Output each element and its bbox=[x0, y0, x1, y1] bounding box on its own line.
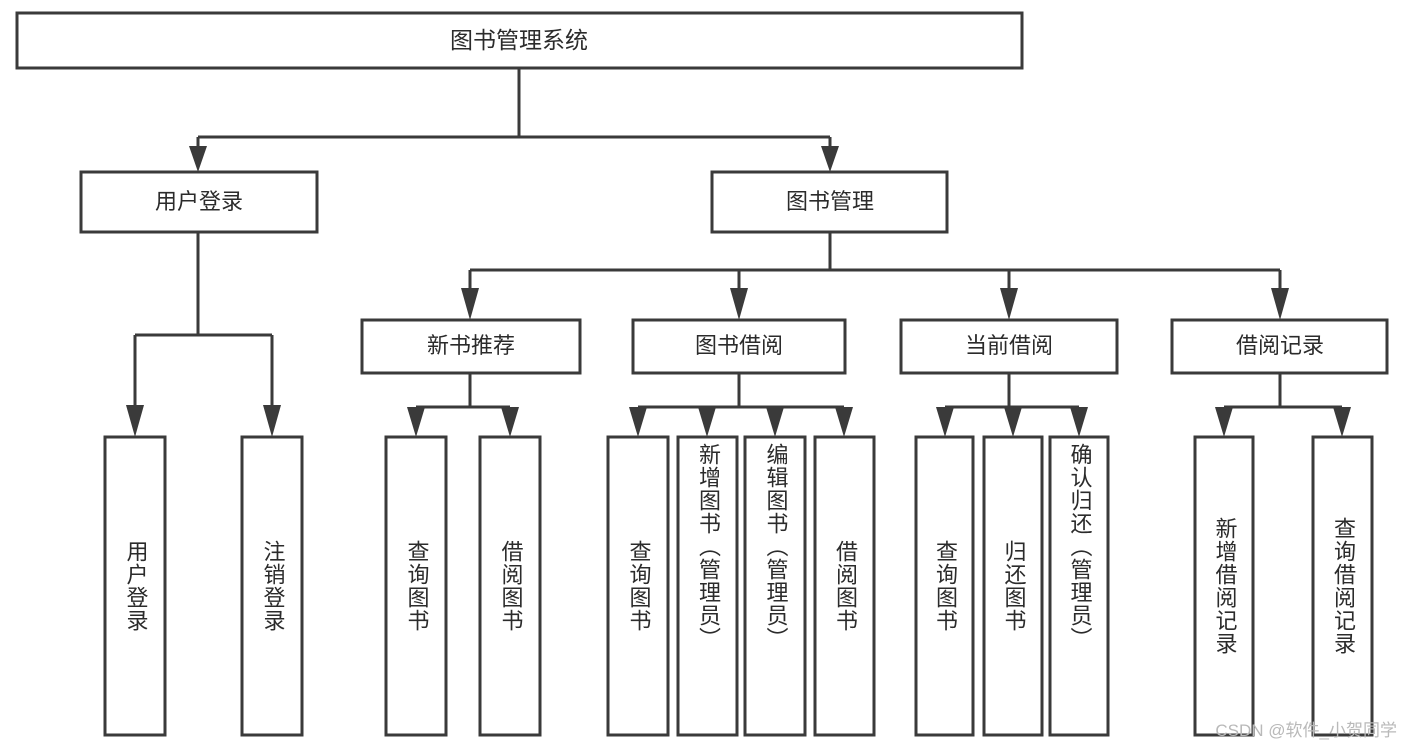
node-user-login[interactable] bbox=[79, 170, 319, 234]
node-borrow-record[interactable] bbox=[1170, 318, 1389, 375]
watermark-text: CSDN @软件_小贺同学 bbox=[1215, 721, 1397, 740]
node-current-borrow[interactable] bbox=[899, 318, 1119, 375]
leaf-box-logout[interactable] bbox=[240, 435, 304, 737]
node-root-book-system[interactable] bbox=[15, 11, 1024, 70]
node-layer: 图书管理系统 用户登录 图书管理 新书推荐 图书借阅 当前借阅 借阅记录 bbox=[15, 11, 1389, 737]
leaf-box-add-book[interactable] bbox=[676, 435, 739, 737]
arrow-head-book-manage bbox=[821, 146, 839, 172]
node-book-management[interactable] bbox=[710, 170, 949, 234]
node-new-book-recommend-label: 新书推荐 bbox=[427, 333, 515, 358]
arrow-head-new-book-rec bbox=[461, 288, 479, 320]
node-user-login-label: 用户登录 bbox=[155, 189, 243, 214]
arrow-head-leaf-add-book bbox=[698, 407, 716, 437]
arrow-head-leaf-query-record bbox=[1333, 407, 1351, 437]
node-borrow-record-label: 借阅记录 bbox=[1236, 333, 1324, 358]
leaf-box-borrow-book-2[interactable] bbox=[813, 435, 876, 737]
arrow-head-leaf-confirm-return bbox=[1070, 407, 1088, 437]
arrow-head-leaf-edit-book bbox=[766, 407, 784, 437]
node-book-management-label: 图书管理 bbox=[786, 189, 874, 214]
arrow-head-user-login bbox=[189, 146, 207, 172]
leaf-box-confirm-return[interactable] bbox=[1048, 435, 1110, 737]
leaf-box-edit-book[interactable] bbox=[743, 435, 807, 737]
leaf-box-return-book[interactable] bbox=[982, 435, 1044, 737]
connector-layer bbox=[126, 68, 1351, 437]
leaf-box-borrow-book-1[interactable] bbox=[478, 435, 542, 737]
node-book-borrow-label: 图书借阅 bbox=[695, 333, 783, 358]
arrow-head-leaf-borrow-book-1 bbox=[501, 407, 519, 437]
leaf-box-query-book-2[interactable] bbox=[606, 435, 670, 737]
arrow-head-leaf-add-record bbox=[1215, 407, 1233, 437]
leaf-box-query-borrow-record[interactable] bbox=[1311, 435, 1374, 737]
node-root-label: 图书管理系统 bbox=[450, 27, 588, 53]
arrow-head-current-borrow bbox=[1000, 288, 1018, 320]
leaf-box-query-book-3[interactable] bbox=[914, 435, 975, 737]
node-new-book-recommend[interactable] bbox=[360, 318, 582, 375]
leaf-box-add-borrow-record[interactable] bbox=[1193, 435, 1255, 737]
arrow-head-borrow-record bbox=[1271, 288, 1289, 320]
arrow-head-leaf-query-book-2 bbox=[629, 407, 647, 437]
arrow-head-leaf-borrow-book-2 bbox=[835, 407, 853, 437]
node-current-borrow-label: 当前借阅 bbox=[965, 333, 1053, 358]
arrow-head-leaf-query-book-3 bbox=[936, 407, 954, 437]
leaf-box-user-login[interactable] bbox=[103, 435, 167, 737]
arrow-head-leaf-query-book-1 bbox=[407, 407, 425, 437]
arrow-head-leaf-user-login bbox=[126, 405, 144, 437]
leaf-box-query-book-1[interactable] bbox=[384, 435, 448, 737]
arrow-head-book-borrow bbox=[730, 288, 748, 320]
arrow-head-leaf-return-book bbox=[1004, 407, 1022, 437]
node-book-borrow[interactable] bbox=[631, 318, 847, 375]
arrow-head-leaf-logout bbox=[263, 405, 281, 437]
